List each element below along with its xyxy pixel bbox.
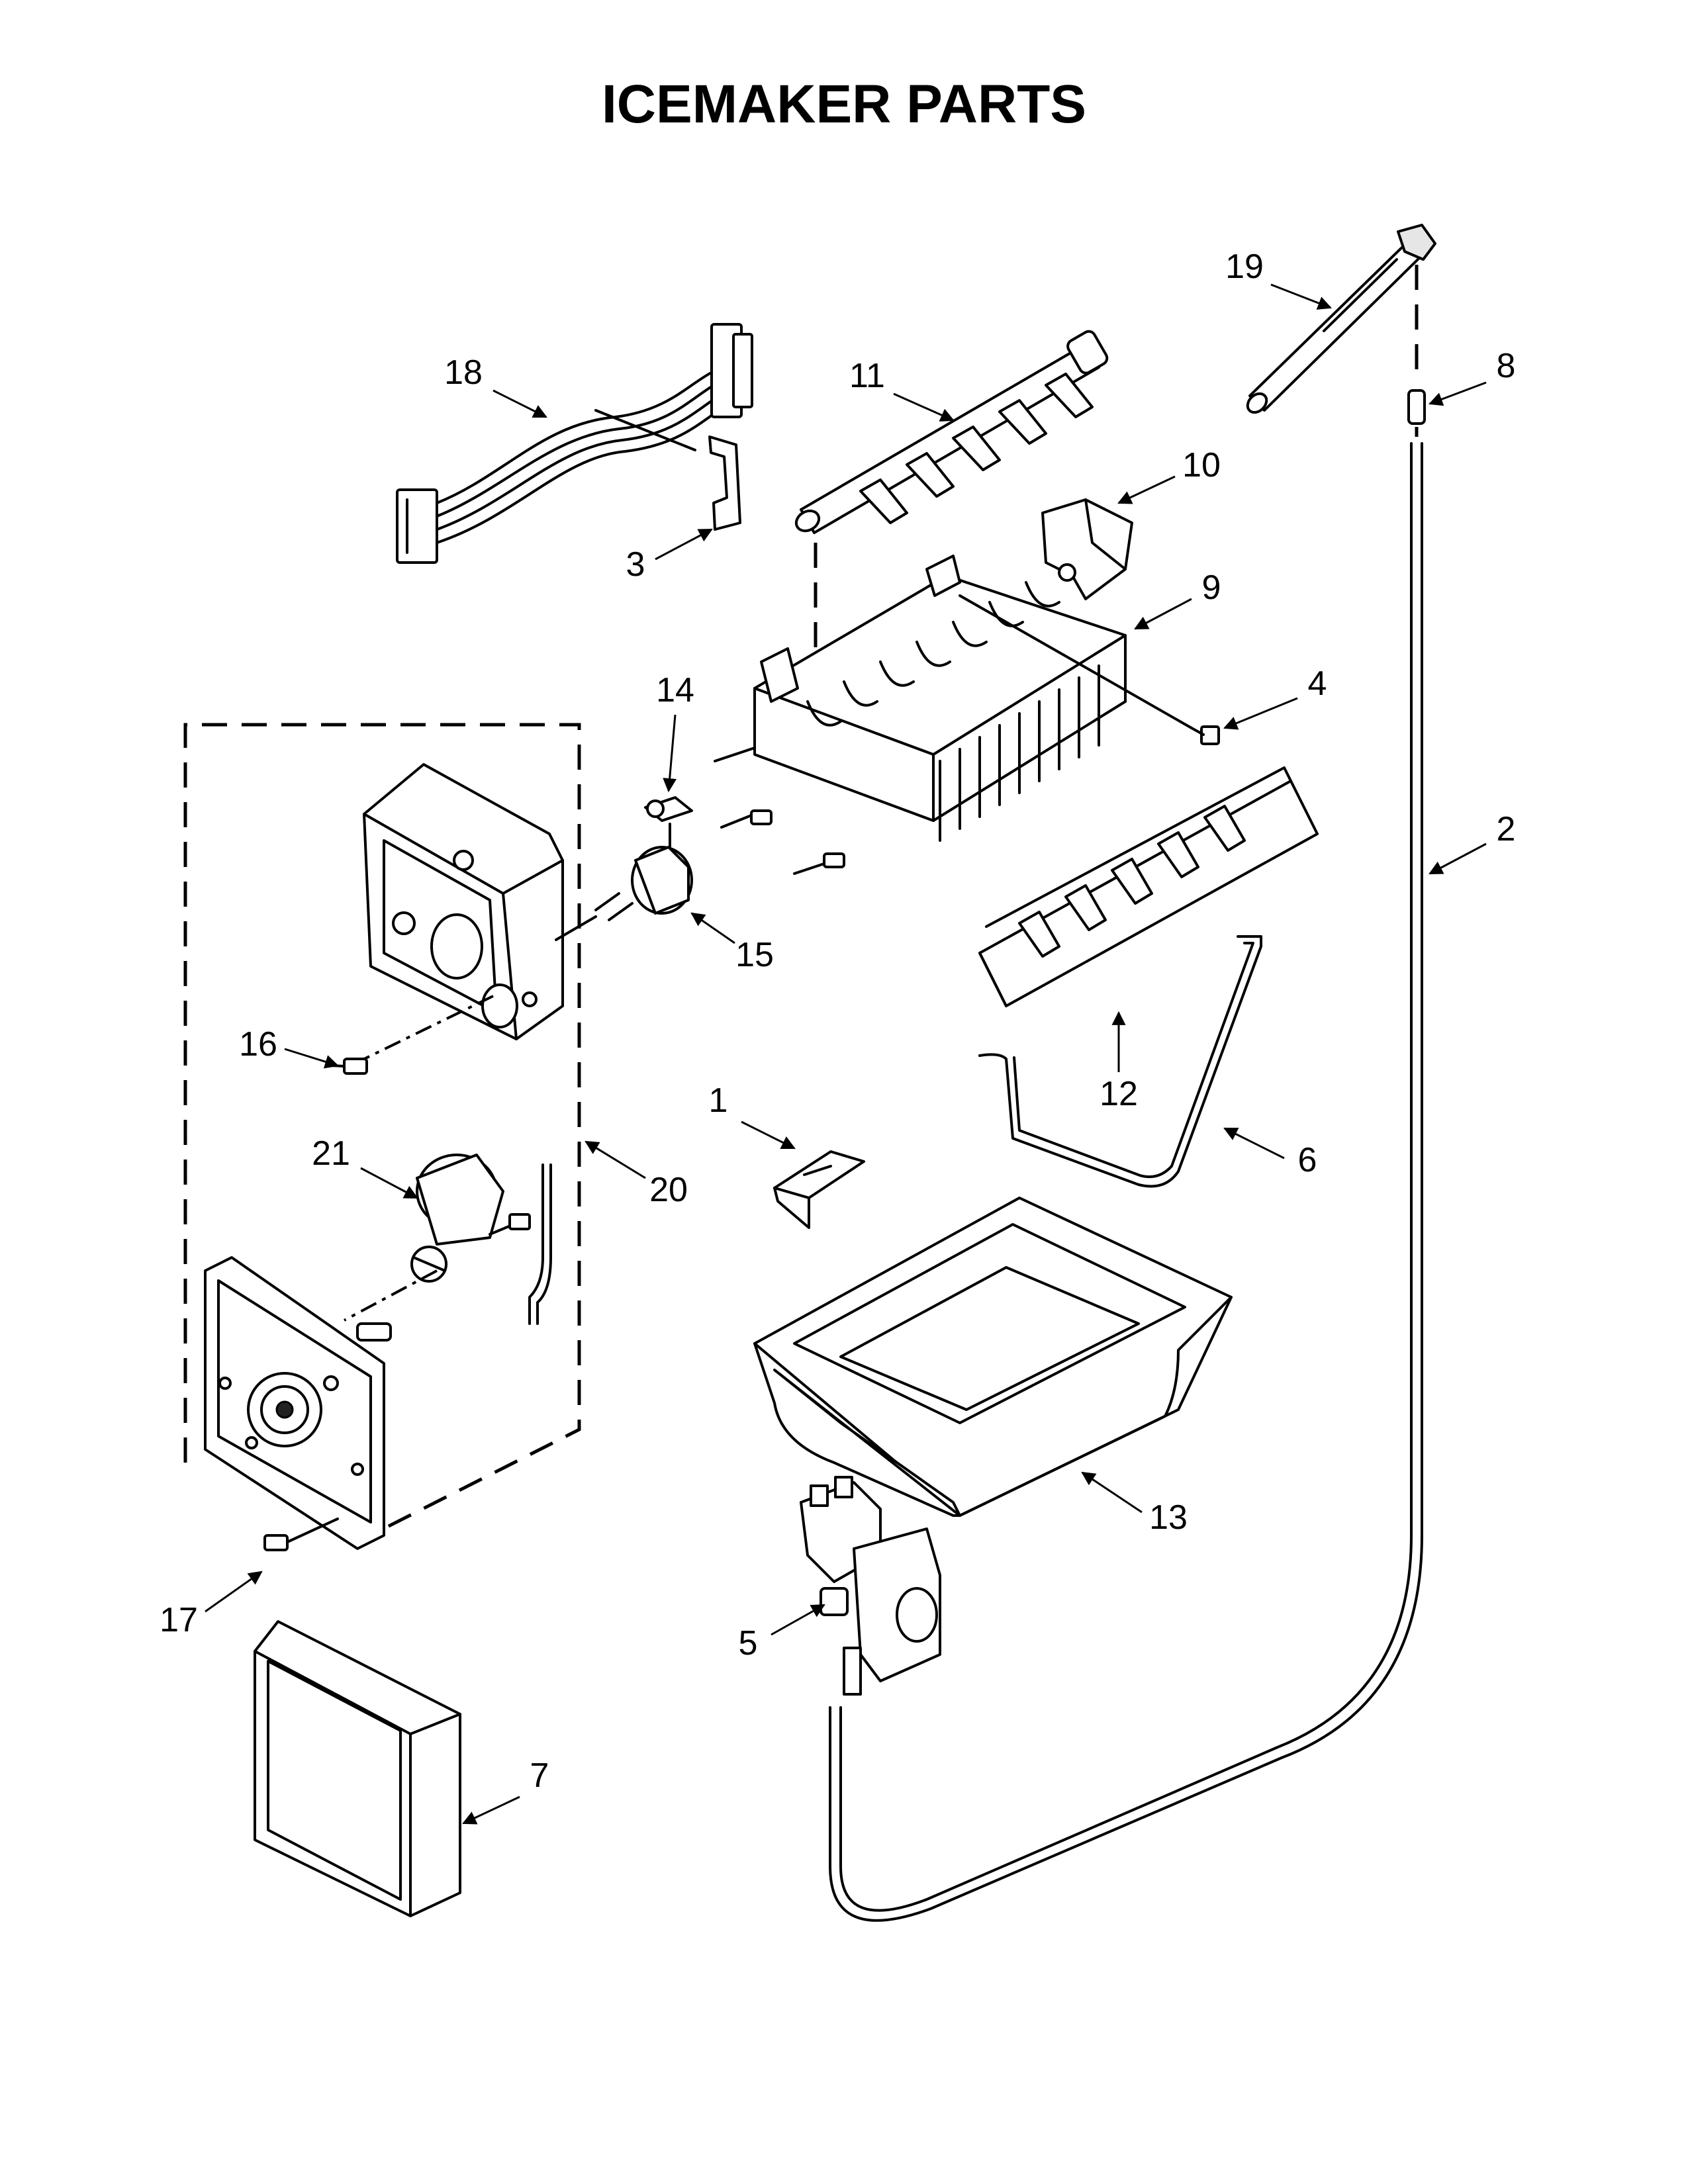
callout-2: 2 xyxy=(1429,810,1516,875)
callout-1: 1 xyxy=(709,1081,796,1150)
callout-11: 11 xyxy=(849,357,955,422)
part-12-ice-stripper xyxy=(978,766,1319,1007)
svg-text:16: 16 xyxy=(239,1025,277,1064)
svg-text:11: 11 xyxy=(849,357,885,395)
part-7-panel xyxy=(254,1620,461,1917)
part-19-fill-tube xyxy=(1246,224,1436,414)
part-2-water-tube xyxy=(829,442,1423,1922)
callout-20: 20 xyxy=(585,1140,688,1209)
part-6-bail-arm xyxy=(978,935,1262,1188)
part-9-mold xyxy=(714,555,1193,875)
part-17-screw xyxy=(263,1518,339,1551)
svg-text:10: 10 xyxy=(1182,446,1221,484)
part-21-motor xyxy=(410,1154,552,1325)
part-10-bracket xyxy=(1041,498,1133,600)
svg-text:21: 21 xyxy=(312,1134,350,1173)
callout-16: 16 xyxy=(239,1025,340,1069)
callout-15: 15 xyxy=(690,912,774,974)
part-11-ejector xyxy=(794,330,1109,534)
page-title: ICEMAKER PARTS xyxy=(602,74,1086,134)
part-5-water-valve xyxy=(800,1476,941,1696)
part-14-clip xyxy=(644,796,693,822)
svg-text:3: 3 xyxy=(626,545,645,584)
callout-9: 9 xyxy=(1134,569,1221,630)
callout-14: 14 xyxy=(656,671,694,793)
callout-12: 12 xyxy=(1100,1011,1138,1113)
svg-text:12: 12 xyxy=(1100,1075,1138,1113)
svg-text:8: 8 xyxy=(1497,347,1516,385)
part-8-connector xyxy=(1407,265,1426,437)
callout-10: 10 xyxy=(1117,446,1221,504)
callout-4: 4 xyxy=(1223,664,1327,730)
svg-text:17: 17 xyxy=(160,1601,198,1639)
part-15-thermostat xyxy=(594,823,693,921)
callout-7: 7 xyxy=(462,1756,549,1825)
callout-21: 21 xyxy=(312,1134,418,1199)
svg-text:15: 15 xyxy=(735,936,774,974)
part-3-clip xyxy=(708,435,741,531)
callout-19: 19 xyxy=(1225,248,1332,310)
svg-text:13: 13 xyxy=(1149,1498,1188,1537)
svg-text:20: 20 xyxy=(649,1171,688,1209)
callout-18: 18 xyxy=(444,353,547,418)
svg-text:6: 6 xyxy=(1298,1141,1317,1179)
callout-17: 17 xyxy=(160,1570,263,1639)
control-housing xyxy=(363,763,564,1040)
part-18-wire-harness xyxy=(396,323,753,564)
svg-text:14: 14 xyxy=(656,671,694,709)
part-13-ice-bin xyxy=(753,1197,1233,1517)
svg-text:7: 7 xyxy=(530,1756,549,1795)
callout-8: 8 xyxy=(1429,347,1516,406)
svg-text:4: 4 xyxy=(1308,664,1327,703)
svg-text:9: 9 xyxy=(1202,569,1221,607)
svg-text:5: 5 xyxy=(739,1624,758,1662)
part-4-screw xyxy=(1190,725,1220,745)
part-1-shim xyxy=(773,1150,865,1229)
callout-6: 6 xyxy=(1223,1127,1317,1179)
callout-13: 13 xyxy=(1081,1471,1188,1537)
callout-3: 3 xyxy=(626,528,713,584)
part-20-module-assembly xyxy=(183,723,581,1551)
part-16-screw xyxy=(330,1058,368,1075)
callout-5: 5 xyxy=(739,1604,825,1662)
svg-text:1: 1 xyxy=(709,1081,728,1120)
svg-text:2: 2 xyxy=(1497,810,1516,848)
svg-text:19: 19 xyxy=(1225,248,1264,286)
svg-text:18: 18 xyxy=(444,353,483,392)
mounting-plate xyxy=(204,1256,392,1550)
